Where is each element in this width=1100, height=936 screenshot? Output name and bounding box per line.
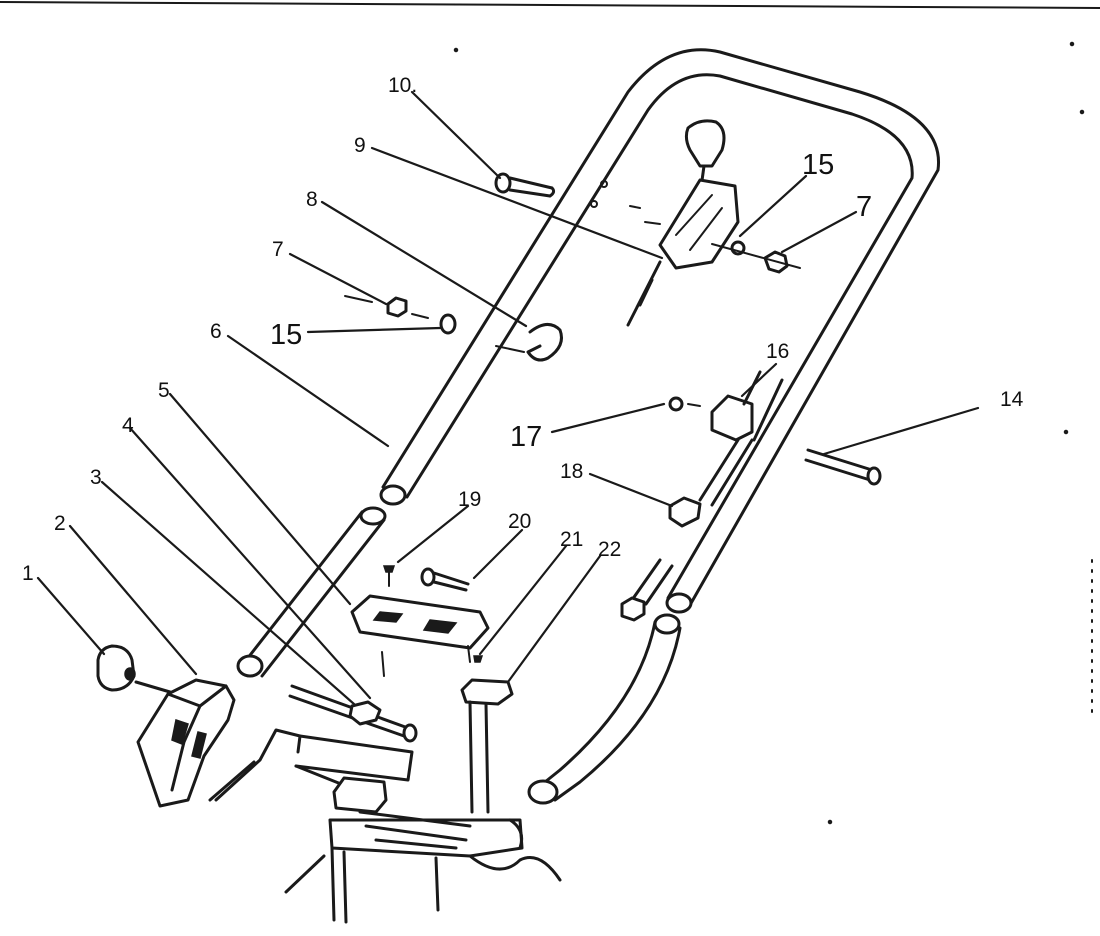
- washer-15-left: [439, 313, 457, 335]
- callout-10: 10.: [388, 74, 417, 97]
- callout-18: 18: [560, 460, 583, 483]
- callout-15-left: 15: [270, 319, 302, 351]
- leader-lines: [36, 90, 980, 706]
- nut-7-left: [386, 296, 408, 318]
- callout-20: 20: [508, 510, 531, 533]
- callout-1: 1: [22, 562, 34, 585]
- callout-7-left: 7: [272, 238, 284, 261]
- bolt-10: [494, 172, 556, 198]
- callout-15-right: 15: [802, 149, 834, 181]
- nut-17: [668, 396, 684, 412]
- callout-16: 16: [766, 340, 789, 363]
- upper-handle-loop: [379, 48, 941, 614]
- clamp-18: [668, 496, 702, 528]
- callout-4: 4: [122, 414, 134, 437]
- callout-7-right: 7: [856, 191, 872, 223]
- cable-nut: [620, 596, 646, 622]
- bracket-2: [136, 678, 236, 808]
- cap-22: [460, 678, 514, 706]
- bolt-14: [804, 448, 882, 486]
- screw-19: [382, 565, 396, 573]
- callout-22: 22: [598, 538, 621, 561]
- knob-1: [96, 644, 172, 694]
- callout-3: 3: [90, 466, 102, 489]
- callout-2: 2: [54, 512, 66, 535]
- callout-14: 14: [1000, 388, 1024, 411]
- callout-8: 8: [306, 188, 318, 211]
- cable-guide-16: [630, 370, 784, 606]
- callout-9: 9: [354, 134, 366, 157]
- callout-21: 21: [560, 528, 583, 551]
- bolt-20: [420, 567, 470, 592]
- lower-handle-left: [236, 506, 387, 678]
- scan-edge-line: [0, 1, 1100, 9]
- lower-handle-right: [527, 613, 682, 805]
- callout-5: 5: [158, 379, 170, 402]
- bracket-plate-5: [350, 594, 490, 677]
- callout-17: 17: [510, 421, 542, 453]
- screw-21: [473, 655, 484, 663]
- clip-8: [526, 323, 563, 362]
- deck-frame: [208, 728, 562, 924]
- callout-labels: 1 2 3 4 5 6 7 7 8 9 10. 14 15 15 16 17 1…: [22, 74, 1024, 585]
- shift-axis-line: [711, 243, 801, 269]
- bolt-3: [288, 684, 418, 743]
- callout-6: 6: [210, 320, 222, 343]
- callout-19: 19: [458, 488, 481, 511]
- shift-lever-assembly: [626, 119, 740, 327]
